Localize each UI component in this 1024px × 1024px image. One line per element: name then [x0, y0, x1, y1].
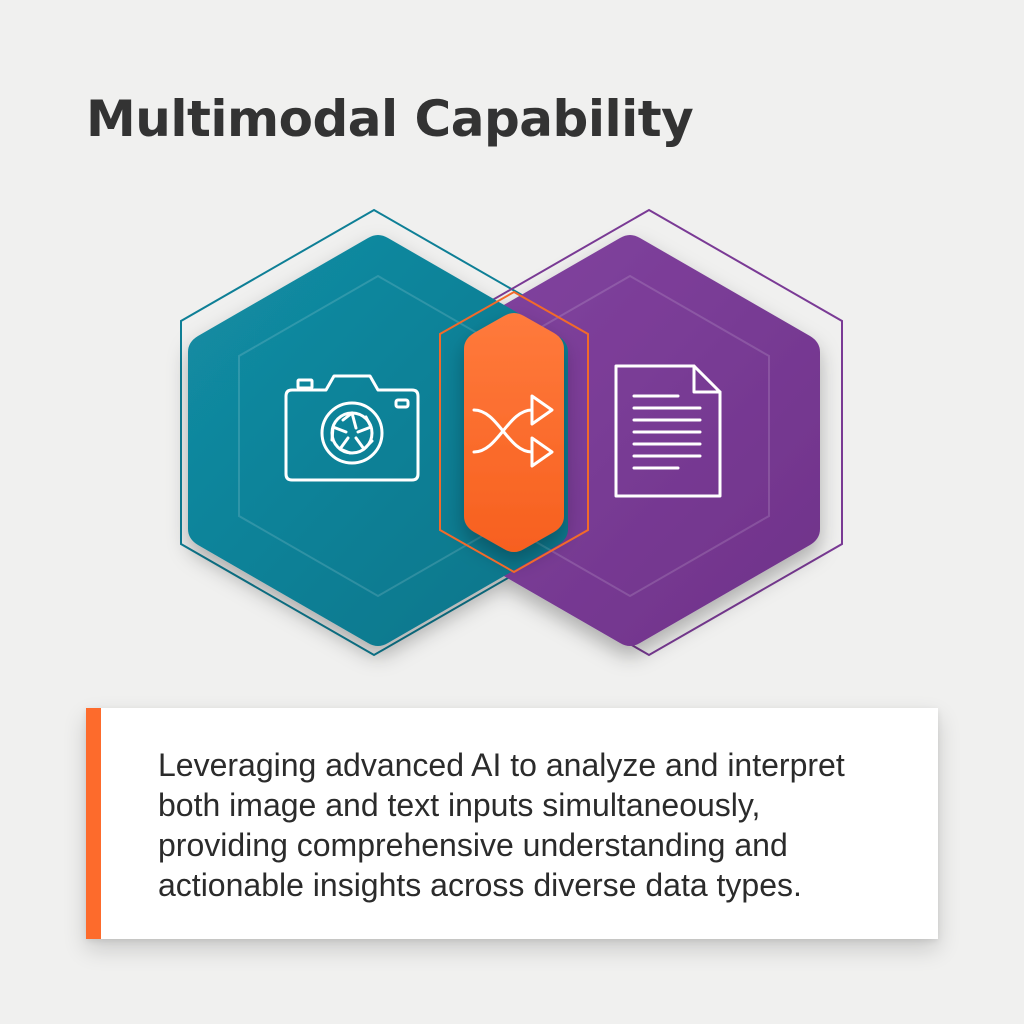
card-accent-bar	[86, 708, 101, 939]
document-icon	[614, 364, 722, 498]
shuffle-icon	[472, 394, 554, 468]
page-title: Multimodal Capability	[86, 90, 694, 148]
description-text: Leveraging advanced AI to analyze and in…	[158, 745, 918, 905]
description-line: both image and text inputs simultaneousl…	[158, 787, 761, 823]
camera-icon	[284, 374, 420, 482]
description-line: actionable insights across diverse data …	[158, 867, 802, 903]
multimodal-diagram	[180, 208, 843, 657]
overlap-hexagon	[464, 313, 564, 552]
description-line: providing comprehensive understanding an…	[158, 827, 788, 863]
description-line: Leveraging advanced AI to analyze and in…	[158, 747, 845, 783]
description-card: Leveraging advanced AI to analyze and in…	[86, 708, 938, 939]
